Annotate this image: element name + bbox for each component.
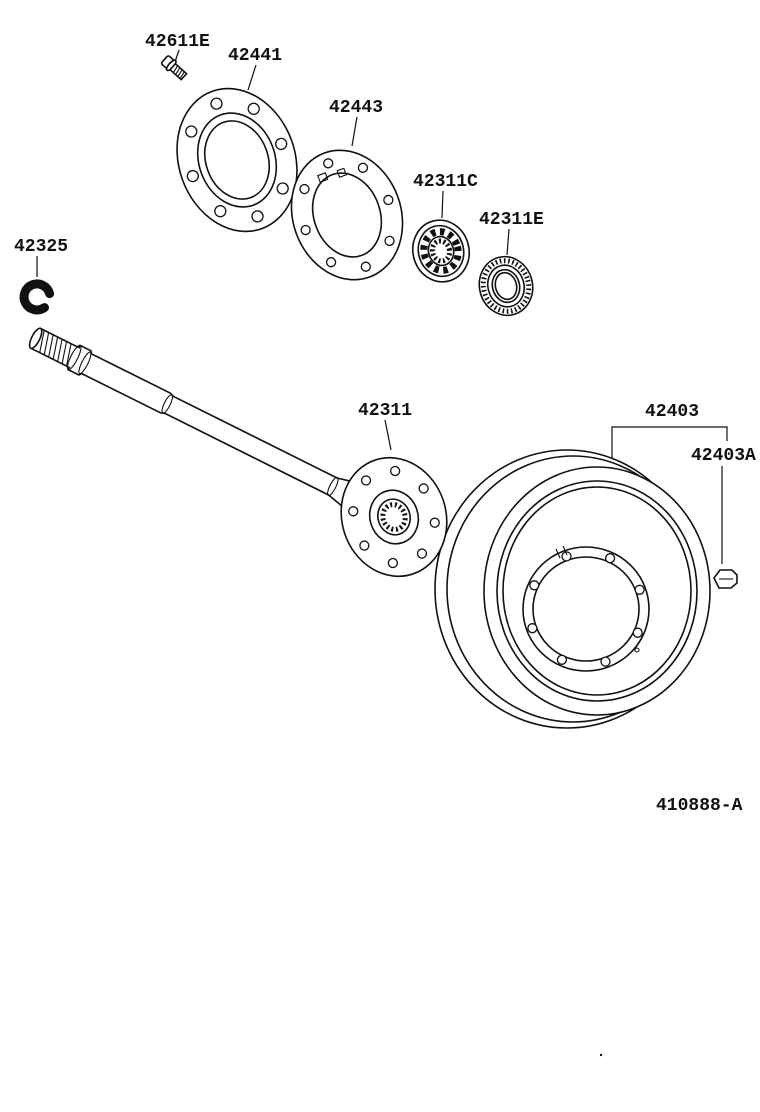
part-label-gasket: 42443 <box>329 98 383 118</box>
part-label-bearing: 42311C <box>413 172 478 192</box>
axle-flange-drawing <box>340 456 448 578</box>
axle-shaft-drawing <box>28 327 367 518</box>
part-label-snap-ring: 42325 <box>14 237 68 257</box>
drum-clip-drawing <box>713 569 738 589</box>
part-label-drum-clip: 42403A <box>691 446 756 466</box>
leader-bearing <box>441 190 444 219</box>
part-label-axle-shaft: 42311 <box>358 401 412 421</box>
leader-gasket <box>351 116 358 147</box>
part-label-bearing-retainer: 42441 <box>228 46 282 66</box>
snap-ring-drawing <box>19 279 55 315</box>
gasket-drawing <box>290 149 404 281</box>
part-label-brake-drum: 42403 <box>645 402 699 422</box>
leader-oil-seal <box>506 228 510 256</box>
leader-axle-shaft <box>384 419 392 451</box>
leader-brake-drum-bracket <box>611 426 728 458</box>
part-label-bolt: 42611E <box>145 32 210 52</box>
bearing-retainer-drawing <box>176 87 298 233</box>
leader-bearing-retainer <box>247 64 257 91</box>
drawing-number: 410888-A <box>656 796 743 816</box>
bearing-drawing <box>411 219 471 283</box>
print-speck <box>599 1053 603 1057</box>
leader-lines <box>36 49 728 564</box>
oil-seal-drawing <box>478 255 534 317</box>
bolt-drawing <box>160 55 188 81</box>
brake-drum-drawing <box>434 449 711 729</box>
part-label-oil-seal: 42311E <box>479 210 544 230</box>
